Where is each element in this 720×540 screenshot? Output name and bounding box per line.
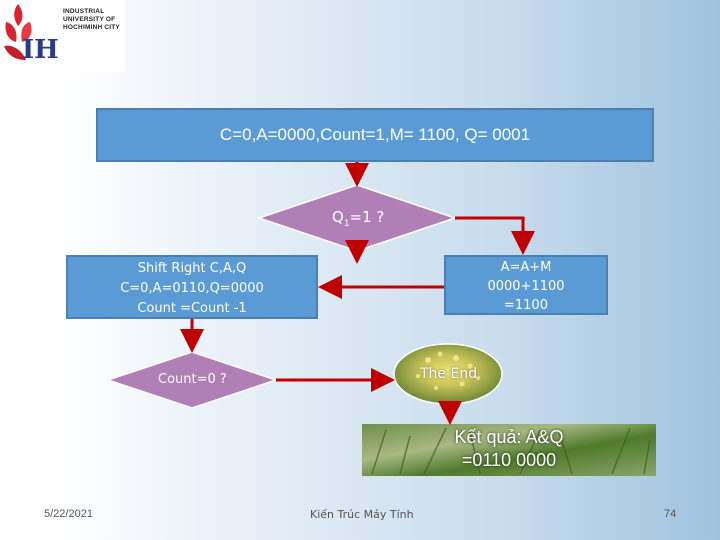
end-label: The End [420,366,478,382]
init-state-text: C=0,A=0000,Count=1,M= 1100, Q= 0001 [219,125,531,144]
add-step-line: A=A+M [500,260,552,275]
shift-step-box: Shift Right C,A,Q C=0,A=0110,Q=0000 Coun… [66,255,318,319]
result-line: =0110 0000 [461,450,557,470]
init-state-box: C=0,A=0000,Count=1,M= 1100, Q= 0001 [96,108,654,162]
result-line: Kết quả: A&Q [454,427,564,447]
shift-step-line: Count =Count -1 [137,301,247,316]
footer-course-title: Kiến Trúc Máy Tính [310,508,414,521]
shift-step-line: C=0,A=0110,Q=0000 [120,281,264,296]
shift-step-line: Shift Right C,A,Q [137,261,247,276]
decision-count-label: Count=0 ? [158,372,227,387]
svg-text:IH: IH [22,35,59,65]
university-logo: IH INDUSTRIAL UNIVERSITY OF HOCHIMINH CI… [0,0,125,72]
university-name: INDUSTRIAL UNIVERSITY OF HOCHIMINH CITY [63,8,120,31]
arrow-q1-to-add [455,216,535,255]
flower-texture [416,351,480,390]
footer-date: 5/22/2021 [44,508,93,520]
add-step-box: A=A+M 0000+1100 =1100 [444,255,608,315]
result-terminal-box [362,424,656,476]
add-step-line: =1100 [504,298,548,313]
footer-page-number: 74 [664,508,677,520]
result-label: Kết quả: A&Q =0110 0000 [362,426,656,472]
add-step-line: 0000+1100 [487,279,565,294]
university-emblem-icon: IH [4,4,59,65]
decision-count-diamond [105,351,279,409]
grass-texture [371,427,651,475]
decision-q1-label: Q1=1 ? [332,208,385,229]
